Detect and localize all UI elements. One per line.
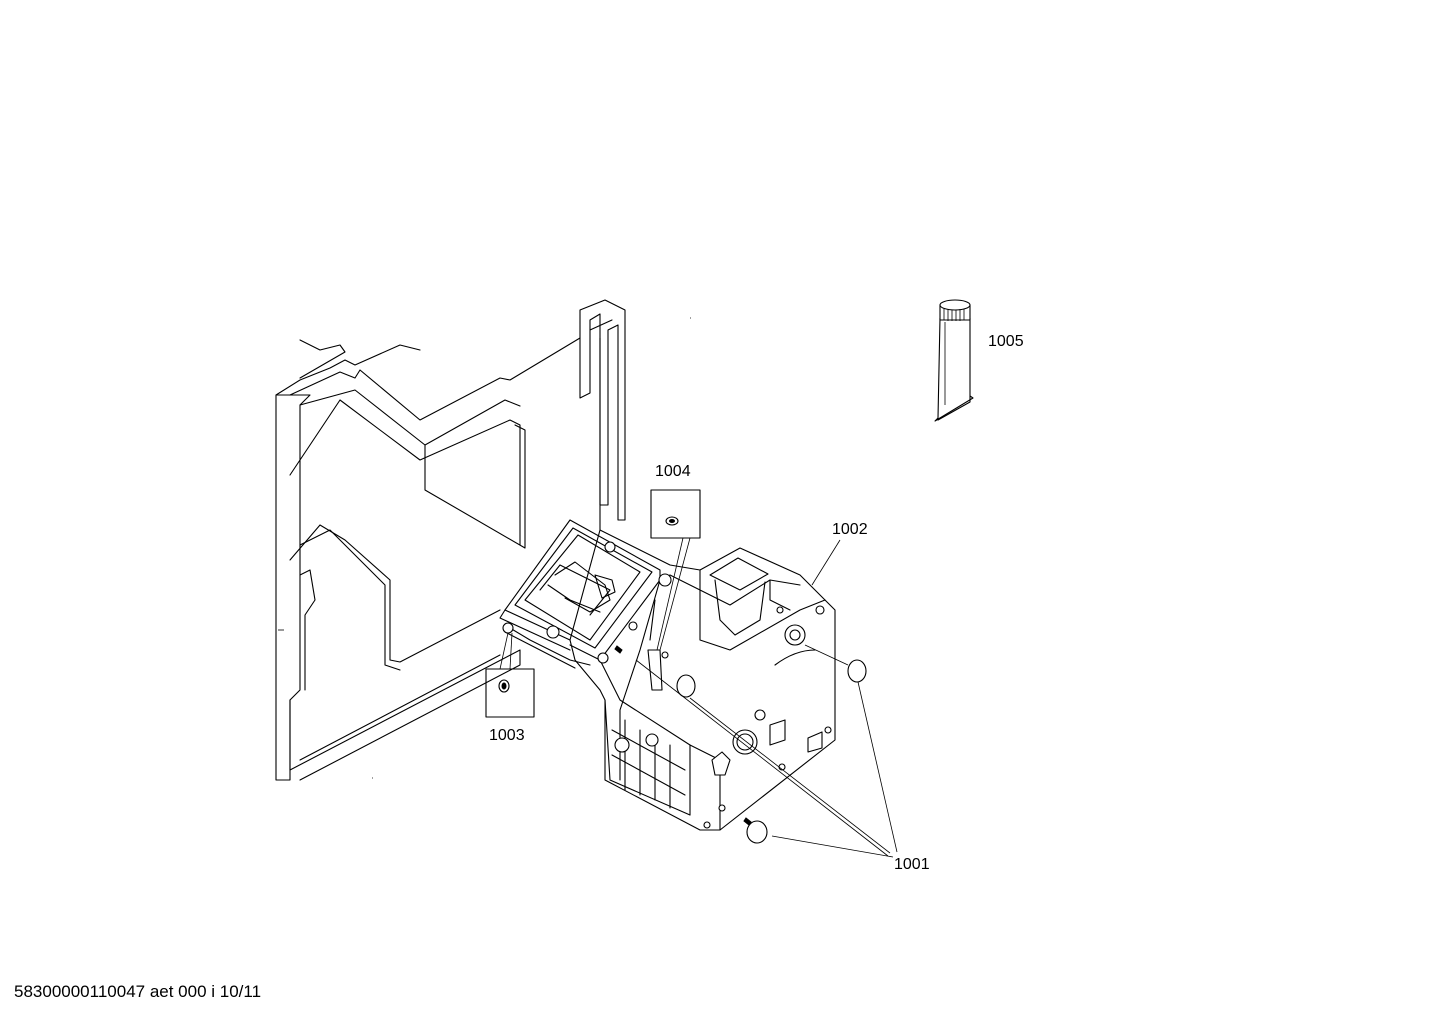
callout-1003: 1003 [489, 727, 525, 744]
callout-1002: 1002 [832, 521, 868, 538]
callout-1001: 1001 [894, 856, 930, 873]
grease-tube-1005 [934, 299, 974, 422]
callout-1005: 1005 [988, 333, 1024, 350]
document-reference: 58300000110047 aet 000 i 10/11 [14, 982, 262, 1001]
brew-unit-body [499, 519, 836, 831]
leader-line-1002 [811, 539, 841, 586]
detail-box-1004 [650, 489, 701, 651]
detail-box-1003 [485, 632, 535, 718]
callout-1004: 1004 [655, 463, 691, 480]
housing-frame [275, 299, 626, 781]
leader-lines-1001 [635, 644, 898, 858]
caps-1001 [614, 645, 867, 844]
